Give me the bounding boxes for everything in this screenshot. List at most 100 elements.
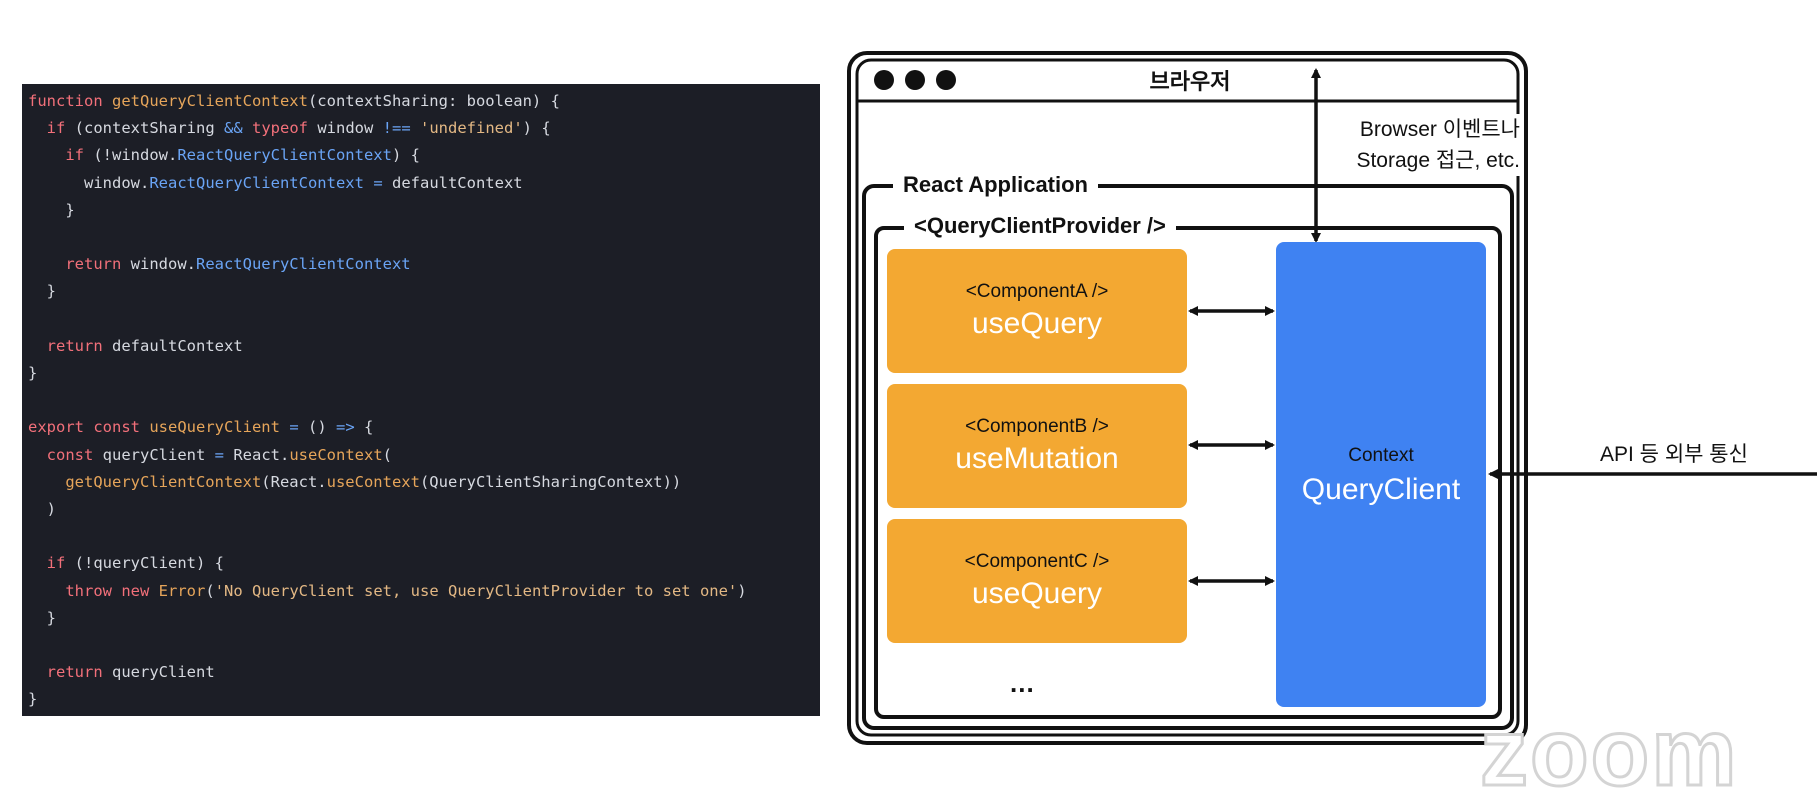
code-token: } bbox=[28, 608, 56, 627]
code-token: window. bbox=[121, 255, 196, 274]
code-token: return bbox=[46, 336, 103, 355]
code-token: } bbox=[28, 200, 75, 219]
more-components-ellipsis: ... bbox=[1010, 668, 1035, 698]
window-dot-1 bbox=[874, 70, 894, 90]
code-line: if (contextSharing && typeof window !== … bbox=[28, 115, 551, 142]
code-line: function getQueryClientContext(contextSh… bbox=[28, 88, 560, 115]
code-token: { bbox=[354, 418, 374, 437]
code-token: throw new bbox=[65, 581, 150, 600]
react-application-label: React Application bbox=[893, 172, 1098, 198]
code-line: if (!window.ReactQueryClientContext) { bbox=[28, 142, 420, 169]
code-token: queryClient bbox=[93, 445, 215, 464]
code-token: (!window. bbox=[84, 146, 178, 165]
code-token: => bbox=[336, 418, 355, 437]
code-token: () bbox=[298, 418, 336, 437]
code-token: (QueryClientSharingContext)) bbox=[419, 472, 682, 491]
code-token: getQueryClientContext bbox=[65, 472, 262, 491]
code-token: } bbox=[28, 690, 38, 709]
external-api-note: API 등 외부 통신 bbox=[1600, 443, 1748, 466]
architecture-diagram: 브라우저 Browser 이벤트나 Storage 접근, etc. React… bbox=[847, 51, 1817, 802]
code-token: !== bbox=[382, 119, 411, 138]
browser-window-outer bbox=[847, 51, 1528, 745]
browser-access-note-line-1: Browser 이벤트나 bbox=[1359, 118, 1520, 141]
code-token: (contextSharing bbox=[65, 119, 224, 138]
code-token: (React. bbox=[261, 472, 327, 491]
code-token: export const bbox=[28, 418, 140, 437]
code-line: } bbox=[28, 360, 37, 387]
code-line: return queryClient bbox=[28, 659, 215, 686]
code-token: typeof bbox=[252, 119, 308, 138]
context-label: Context bbox=[1348, 445, 1414, 466]
code-token: window bbox=[308, 119, 383, 138]
code-token: ) { bbox=[522, 119, 551, 138]
code-token: window. bbox=[28, 173, 150, 192]
code-token: if bbox=[46, 554, 66, 573]
code-token: React. bbox=[224, 445, 290, 464]
code-token: } bbox=[28, 364, 38, 382]
code-line: throw new Error('No QueryClient set, use… bbox=[28, 578, 747, 605]
component-a-box: <ComponentA /> useQuery bbox=[887, 249, 1187, 373]
browser-access-note-line-2: Storage 접근, etc. bbox=[1356, 149, 1520, 172]
code-token: if bbox=[46, 119, 66, 138]
code-token: 'undefined' bbox=[420, 119, 523, 138]
code-line: } bbox=[28, 605, 56, 632]
component-a-name: <ComponentA /> bbox=[965, 281, 1109, 302]
code-token: useQueryClient bbox=[149, 418, 280, 437]
browser-window-inner bbox=[855, 58, 1520, 737]
code-token: useContext bbox=[289, 445, 383, 464]
query-client-provider-label: <QueryClientProvider /> bbox=[904, 213, 1176, 239]
code-token: Error bbox=[158, 581, 206, 600]
window-dot-2 bbox=[905, 70, 925, 90]
code-panel: function getQueryClientContext(contextSh… bbox=[22, 84, 820, 716]
code-token: ) bbox=[737, 581, 747, 600]
code-token: return bbox=[65, 255, 122, 274]
code-token: const bbox=[46, 445, 94, 464]
browser-title: 브라우저 bbox=[1120, 64, 1260, 96]
code-token: function bbox=[28, 92, 112, 110]
code-line: } bbox=[28, 686, 37, 713]
code-token: ReactQueryClientContext bbox=[177, 146, 392, 165]
code-token: getQueryClientContext bbox=[112, 92, 308, 110]
code-line: return defaultContext bbox=[28, 333, 243, 360]
component-c-hook: useQuery bbox=[971, 577, 1103, 610]
component-b-name: <ComponentB /> bbox=[965, 416, 1109, 437]
component-c-name: <ComponentC /> bbox=[964, 551, 1110, 572]
code-line: getQueryClientContext(React.useContext(Q… bbox=[28, 469, 681, 496]
code-token: if bbox=[65, 146, 84, 165]
query-client-name: QueryClient bbox=[1301, 473, 1461, 506]
component-b-hook: useMutation bbox=[955, 442, 1119, 475]
code-line: const queryClient = React.useContext( bbox=[28, 442, 392, 469]
code-line: ) bbox=[28, 496, 56, 523]
component-c-box: <ComponentC /> useQuery bbox=[887, 519, 1187, 643]
react-application-frame bbox=[862, 184, 1514, 730]
code-token: (contextSharing: boolean) { bbox=[307, 92, 560, 110]
code-token: defaultContext bbox=[102, 336, 243, 355]
code-token: useContext bbox=[326, 472, 420, 491]
code-line: if (!queryClient) { bbox=[28, 550, 224, 577]
code-token: 'No QueryClient set, use QueryClientProv… bbox=[214, 581, 738, 600]
code-token: } bbox=[28, 282, 56, 301]
code-line: window.ReactQueryClientContext = default… bbox=[28, 170, 523, 197]
code-token: ReactQueryClientContext bbox=[195, 255, 411, 274]
diagram-lines bbox=[847, 51, 1817, 745]
code-token: = bbox=[289, 418, 299, 437]
window-dot-3 bbox=[936, 70, 956, 90]
code-line: } bbox=[28, 278, 56, 305]
code-token: ReactQueryClientContext bbox=[149, 173, 364, 192]
code-token: = bbox=[373, 173, 383, 192]
code-token: ( bbox=[382, 445, 393, 464]
browser-access-note: Browser 이벤트나 Storage 접근, etc. bbox=[1320, 114, 1520, 176]
component-a-hook: useQuery bbox=[971, 307, 1103, 340]
zoom-watermark-logo: zoom bbox=[1479, 699, 1739, 806]
code-line: return window.ReactQueryClientContext bbox=[28, 251, 411, 278]
code-token: queryClient bbox=[102, 663, 215, 682]
code-token: ( bbox=[205, 581, 215, 600]
code-token: return bbox=[46, 663, 103, 682]
code-token: ) { bbox=[391, 146, 420, 165]
code-line: export const useQueryClient = () => { bbox=[28, 414, 373, 441]
code-token: (!queryClient) { bbox=[65, 554, 224, 573]
code-line: } bbox=[28, 197, 75, 224]
code-token: = bbox=[214, 445, 225, 464]
code-token: defaultContext bbox=[382, 173, 523, 192]
code-token: ) bbox=[28, 500, 56, 518]
